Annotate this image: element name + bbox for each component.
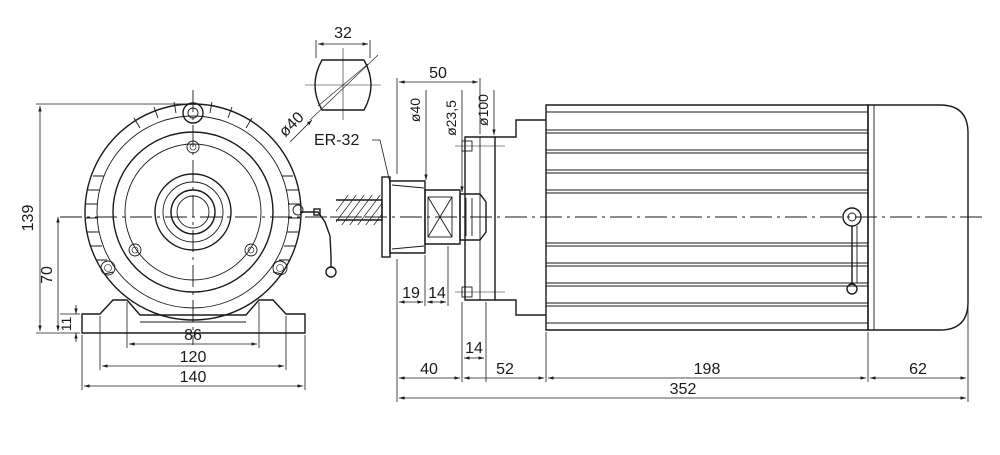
flange-step-bottom — [495, 299, 546, 316]
top-boss-hole — [187, 107, 199, 119]
side-dimensions: 50 ø40 ø23,5 ø100 19 14 14 40 52 198 62 — [396, 65, 969, 402]
dim-40b-label: 40 — [420, 361, 438, 378]
hub-outer — [154, 173, 232, 251]
dim-140-label: 140 — [180, 369, 207, 386]
dim-32-label: 32 — [334, 25, 352, 42]
ground-wire — [300, 211, 332, 268]
dim-14b-label: 14 — [465, 340, 483, 357]
dim-62-label: 62 — [909, 361, 927, 378]
dim-52-label: 52 — [496, 361, 514, 378]
shaft-inner — [176, 195, 210, 229]
hex-flats — [427, 196, 453, 238]
hub-ring — [162, 181, 224, 243]
collet-nut-body — [389, 180, 426, 254]
dim-phi100-label: ø100 — [475, 94, 491, 126]
shaft-bore — [170, 189, 216, 235]
front-view — [60, 90, 380, 345]
dim-11-label: 11 — [58, 317, 74, 332]
tool-hatching — [336, 195, 382, 225]
dim-70-label: 70 — [39, 266, 56, 284]
dim-19-label: 19 — [402, 285, 420, 302]
nut-hex-outline — [314, 59, 372, 111]
flange-bolt-holes — [100, 140, 304, 276]
dim-phi40-front-label: ø40 — [276, 109, 308, 141]
dim-139-label: 139 — [20, 205, 37, 232]
mounting-feet — [81, 299, 306, 334]
dim-352-label: 352 — [670, 381, 697, 398]
front-dimensions: 139 70 11 86 120 140 — [20, 103, 306, 390]
top-boss-outer — [182, 102, 204, 124]
er32-callout: ER-32 — [314, 132, 391, 184]
dim-phi23-label: ø23,5 — [443, 100, 459, 136]
flange-circle — [112, 131, 274, 293]
motor-cooling-fins — [546, 129, 868, 307]
callout-leader — [372, 139, 391, 184]
collet-holder — [424, 189, 461, 245]
collet-callout-label: ER-32 — [314, 132, 359, 149]
housing-fins — [86, 101, 300, 275]
motor-body — [545, 104, 869, 331]
dim-198-label: 198 — [694, 361, 721, 378]
tool-shank — [336, 199, 383, 221]
housing-fin-circle — [96, 115, 290, 309]
flange-step-top — [495, 119, 546, 138]
side-ring-lug — [846, 283, 858, 295]
dim-50-label: 50 — [429, 65, 447, 82]
fan-cover — [867, 104, 969, 331]
dim-120-label: 120 — [180, 349, 207, 366]
side-view — [330, 104, 985, 331]
wire-ring-lug — [325, 266, 337, 278]
dim-phi40-label: ø40 — [407, 98, 423, 122]
dim-14a-label: 14 — [428, 285, 446, 302]
wire-terminal — [313, 208, 321, 216]
dim-86-label: 86 — [184, 327, 202, 344]
nut-detail: 32 ø40 — [276, 25, 381, 143]
